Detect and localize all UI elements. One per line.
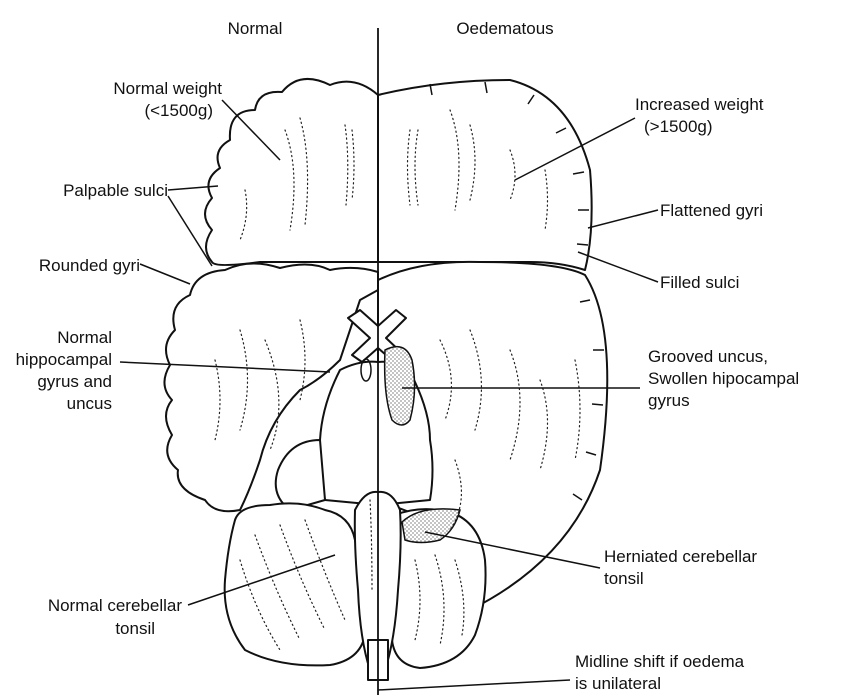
left-cerebellar-hemisphere — [225, 503, 365, 665]
header-oedematous: Oedematous — [456, 19, 553, 38]
label-palpable-sulci: Palpable sulci — [63, 181, 168, 200]
label-rounded-gyri: Rounded gyri — [39, 256, 140, 275]
label-midline-shift-1: Midline shift if oedema — [575, 652, 745, 671]
label-normal-weight-2: (<1500g) — [144, 101, 213, 120]
left-cerebral-hemisphere — [205, 79, 378, 265]
right-cerebral-hemisphere — [378, 80, 592, 270]
label-grooved-uncus-1: Grooved uncus, — [648, 347, 768, 366]
label-normal-tonsil-2: tonsil — [115, 619, 155, 638]
label-normal-weight-1: Normal weight — [113, 79, 222, 98]
cerebellum-upper — [276, 440, 325, 510]
brainstem — [320, 362, 433, 505]
label-flattened-gyri: Flattened gyri — [660, 201, 763, 220]
label-grooved-uncus-3: gyrus — [648, 391, 690, 410]
label-midline-shift-2: is unilateral — [575, 674, 661, 693]
swollen-hippocampal-gyrus — [385, 347, 415, 425]
label-filled-sulci: Filled sulci — [660, 273, 739, 292]
label-increased-weight-1: Increased weight — [635, 95, 764, 114]
label-normal-hippocampal-3: gyrus and — [37, 372, 112, 391]
label-increased-weight-2: (>1500g) — [644, 117, 713, 136]
header-normal: Normal — [228, 19, 283, 38]
label-grooved-uncus-2: Swollen hipocampal — [648, 369, 799, 388]
label-normal-hippocampal-2: hippocampal — [16, 350, 112, 369]
label-normal-hippocampal-1: Normal — [57, 328, 112, 347]
label-herniated-tonsil-2: tonsil — [604, 569, 644, 588]
label-herniated-tonsil-1: Herniated cerebellar — [604, 547, 757, 566]
label-normal-tonsil-1: Normal cerebellar — [48, 596, 182, 615]
label-normal-hippocampal-4: uncus — [67, 394, 112, 413]
